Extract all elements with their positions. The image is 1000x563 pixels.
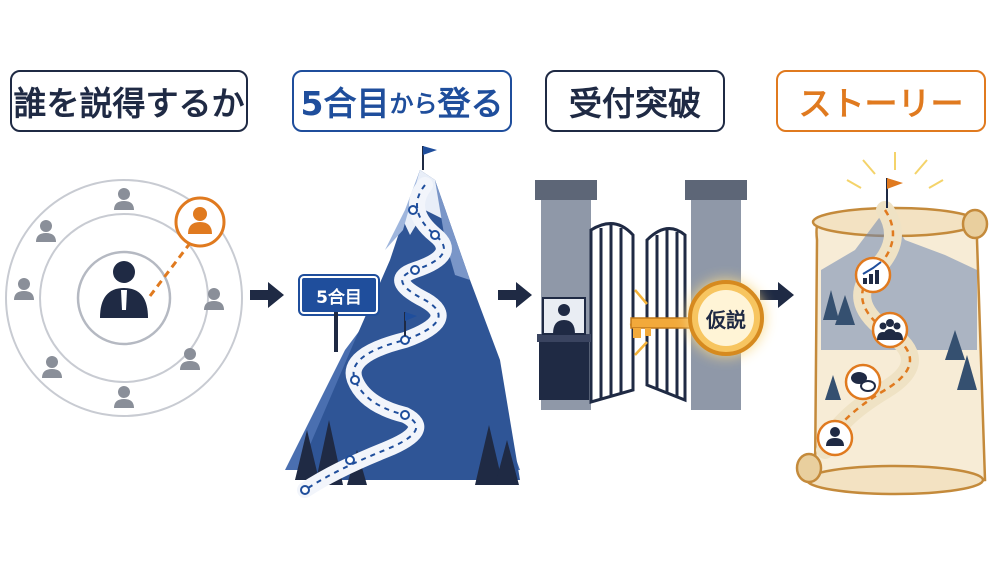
person-icon (204, 288, 224, 310)
person-icon (114, 386, 134, 408)
person-icon (42, 356, 62, 378)
stakeholder-icons (14, 188, 224, 408)
step-title-climb-small: から (389, 89, 438, 118)
fifth-station-sign: 5合目 (298, 274, 380, 316)
decision-maker-icon (100, 261, 148, 318)
step-title-persuade-text: 誰を説得するか (13, 84, 245, 123)
mountain-illustration (285, 146, 520, 498)
step-title-story: ストーリー (776, 70, 986, 132)
step-title-reception-text: 受付突破 (569, 84, 701, 123)
step-title-reception: 受付突破 (545, 70, 725, 132)
person-icon (114, 188, 134, 210)
sign-post (334, 312, 338, 352)
receptionist-icon (542, 297, 586, 335)
arrow-right-icon (498, 282, 532, 308)
step-title-persuade: 誰を説得するか (10, 70, 248, 132)
fifth-station-sign-text: 5合目 (316, 287, 362, 308)
growth-chart-icon (854, 256, 892, 294)
person-icon (14, 278, 34, 300)
person-icon (36, 220, 56, 242)
chat-icon (844, 363, 882, 401)
arrow-right-icon (250, 282, 284, 308)
step-title-climb-main: 5合目 (300, 84, 390, 123)
person-icon (816, 419, 854, 457)
stakeholder-circles (5, 179, 243, 417)
step-title-climb-end: 登る (437, 84, 504, 123)
team-icon (871, 311, 909, 349)
step-title-story-text: ストーリー (798, 84, 964, 123)
story-scroll (795, 152, 989, 496)
step-title-climb: 5合目から登る (292, 70, 512, 132)
hypothesis-key-text: 仮説 (706, 307, 746, 332)
arrow-right-icon (760, 282, 794, 308)
person-icon (180, 348, 200, 370)
key-person-icon (174, 196, 226, 248)
hypothesis-key: 仮説 (688, 280, 764, 356)
